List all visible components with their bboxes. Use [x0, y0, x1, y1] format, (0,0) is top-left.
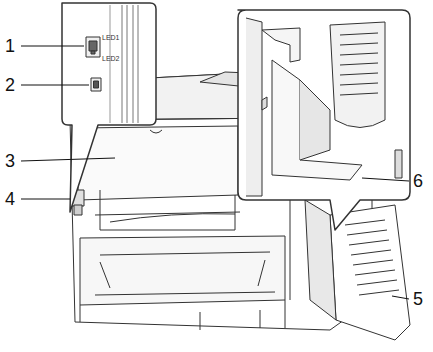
callout-number: 1 [5, 37, 15, 55]
callout-number: 5 [413, 290, 423, 308]
callout-number: 6 [413, 172, 423, 190]
port-label: LED2 [102, 55, 120, 62]
callout-number: 4 [5, 190, 15, 208]
port-label: LED1 [102, 34, 120, 41]
callout-number: 3 [5, 152, 15, 170]
callout-number: 2 [5, 76, 15, 94]
